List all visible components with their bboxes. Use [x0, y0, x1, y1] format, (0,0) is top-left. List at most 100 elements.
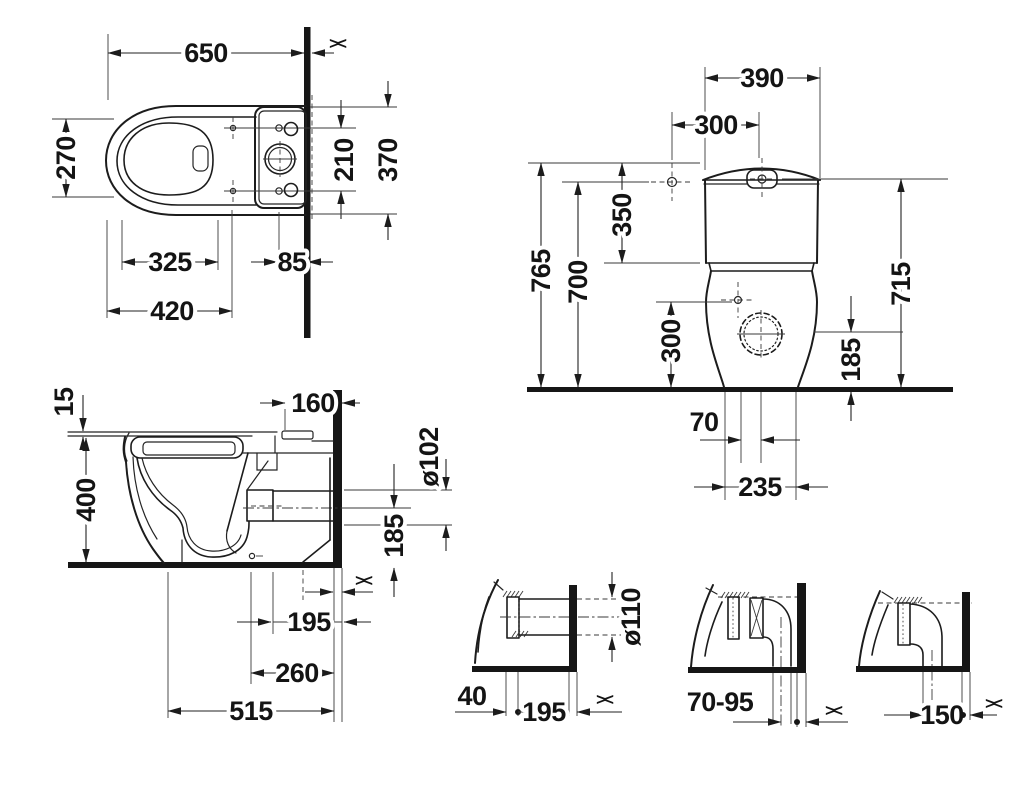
outlet-socket	[727, 596, 740, 640]
seat-section	[130, 436, 244, 459]
channel-to-outlet	[246, 460, 269, 491]
seat-fixing-hole	[229, 187, 237, 195]
dim-front-total-height: 765	[526, 249, 556, 293]
dim-top-inner-width: 270	[51, 136, 81, 180]
ledge-recess	[256, 452, 278, 471]
bowl-interior	[136, 457, 250, 558]
dim-side-outlet-dia: ø102	[414, 427, 444, 487]
dim-detail-c-adjust: ><	[985, 694, 1003, 713]
dim-side-adjust: ><	[355, 571, 373, 590]
floor-line	[527, 387, 953, 392]
hatch-top	[893, 596, 923, 604]
seat-fixing-hole	[229, 124, 237, 132]
coupling-band	[708, 262, 815, 272]
bowl-inner-detail	[192, 145, 209, 172]
wall-section	[797, 583, 806, 667]
dim-top-seat-length: 420	[150, 296, 194, 326]
wall-section	[304, 27, 311, 338]
bowl-top-edge	[881, 591, 894, 600]
dim-front-supply-offset: 300	[694, 110, 738, 140]
dim-detail-a-adjust: ><	[596, 690, 614, 709]
outlet-flange	[897, 602, 911, 646]
outlet-detail-vertical: 70-95 ><	[683, 583, 848, 727]
dim-top-seat-fix-spacing: 325	[148, 247, 192, 277]
tank-side-left	[704, 179, 707, 264]
hinge-bumper	[281, 430, 314, 440]
dim-side-seat-thickness: 15	[49, 387, 79, 417]
bowl-back-inner	[871, 604, 889, 656]
dim-top-adjust: ><	[329, 34, 347, 53]
floor-line	[856, 666, 970, 672]
shell-front-outer	[122, 436, 165, 564]
dim-dot	[794, 719, 800, 725]
elbow-inner	[762, 636, 774, 667]
bowl-opening	[123, 122, 214, 196]
dim-front-tank-height: 350	[607, 193, 637, 237]
hatch-bottom	[511, 630, 529, 638]
shell-front-inner	[132, 456, 158, 540]
flush-channel-foot	[225, 530, 237, 554]
dim-top-hole-spacing: 210	[329, 138, 359, 182]
bowl-back-inner	[477, 596, 490, 653]
dim-front-outlet-offset: 70	[689, 407, 718, 437]
tank-hole-small	[275, 124, 283, 132]
wall-section	[569, 585, 577, 666]
elbow-outer	[909, 603, 943, 667]
outlet-box	[246, 489, 274, 522]
dim-top-rear-offset: 85	[277, 247, 307, 277]
dim-detail-a-pipe-dia: ø110	[616, 588, 646, 646]
front-view: 390 300 765 700 350 715 300 185 70 235	[522, 59, 953, 506]
bowl-back-outer	[858, 590, 881, 667]
dim-side-ledge-depth: 160	[291, 388, 335, 418]
dim-detail-a-pipe-length: 195	[522, 697, 566, 727]
seat-ring	[116, 116, 257, 206]
tank-hole-small	[275, 187, 283, 195]
bowl-top-edge	[705, 587, 718, 595]
dim-front-tank-width: 390	[740, 63, 784, 93]
elbow-inner	[909, 643, 924, 667]
coupling-flange	[749, 597, 764, 639]
body-back-chamfer	[302, 539, 331, 563]
outlet-detail-back: 150 ><	[856, 590, 1007, 734]
hatch-line	[750, 599, 763, 637]
tank-hole-large	[283, 182, 299, 198]
vertical-outlet-marker	[248, 552, 256, 560]
hatch-top	[502, 590, 524, 598]
dim-front-outlet-height: 185	[836, 338, 866, 382]
dim-side-bowl-height: 400	[71, 478, 101, 522]
dim-side-total-depth: 515	[229, 696, 273, 726]
floor-line	[688, 667, 806, 673]
dim-side-outlet-center-height: 185	[379, 514, 409, 558]
wall-section	[962, 592, 970, 666]
top-view: 650 >< 270 325 420 85 210 370	[47, 27, 407, 338]
dim-front-supply-height: 700	[563, 260, 593, 304]
elbow-outer	[762, 598, 792, 667]
dim-detail-a-socket-offset: 40	[457, 681, 486, 711]
dim-detail-c-offset: 150	[920, 700, 964, 730]
cistern-outline	[254, 106, 307, 209]
bowl-side-left	[705, 270, 725, 388]
outlet-detail-horizontal: ø110 40 195 ><	[453, 572, 650, 731]
dim-side-trap-wall-dist: 260	[275, 658, 319, 688]
dim-dot	[960, 712, 966, 718]
cistern-inner	[258, 110, 307, 205]
floor-line	[68, 562, 342, 568]
dim-top-body-width: 370	[373, 138, 403, 182]
dim-detail-b-adjust: ><	[825, 701, 843, 720]
bowl-outline	[105, 105, 307, 216]
floor-line	[472, 666, 577, 672]
dim-front-fix-spacing: 235	[738, 472, 782, 502]
bowl-interior-inner	[141, 457, 242, 552]
bowl-back-inner	[704, 601, 723, 657]
rim-surface	[142, 441, 236, 456]
dim-front-lid-height: 715	[886, 262, 916, 306]
bowl-back-outer	[690, 584, 714, 668]
dim-side-outlet-wall-dist: 195	[287, 607, 331, 637]
side-section-view: 15 400 160 ø102 185 >< 195 260	[45, 383, 452, 730]
outlet-flange	[506, 596, 520, 639]
flush-channel	[226, 452, 249, 532]
wall-section	[333, 390, 342, 568]
tank-hole-large	[283, 121, 299, 137]
